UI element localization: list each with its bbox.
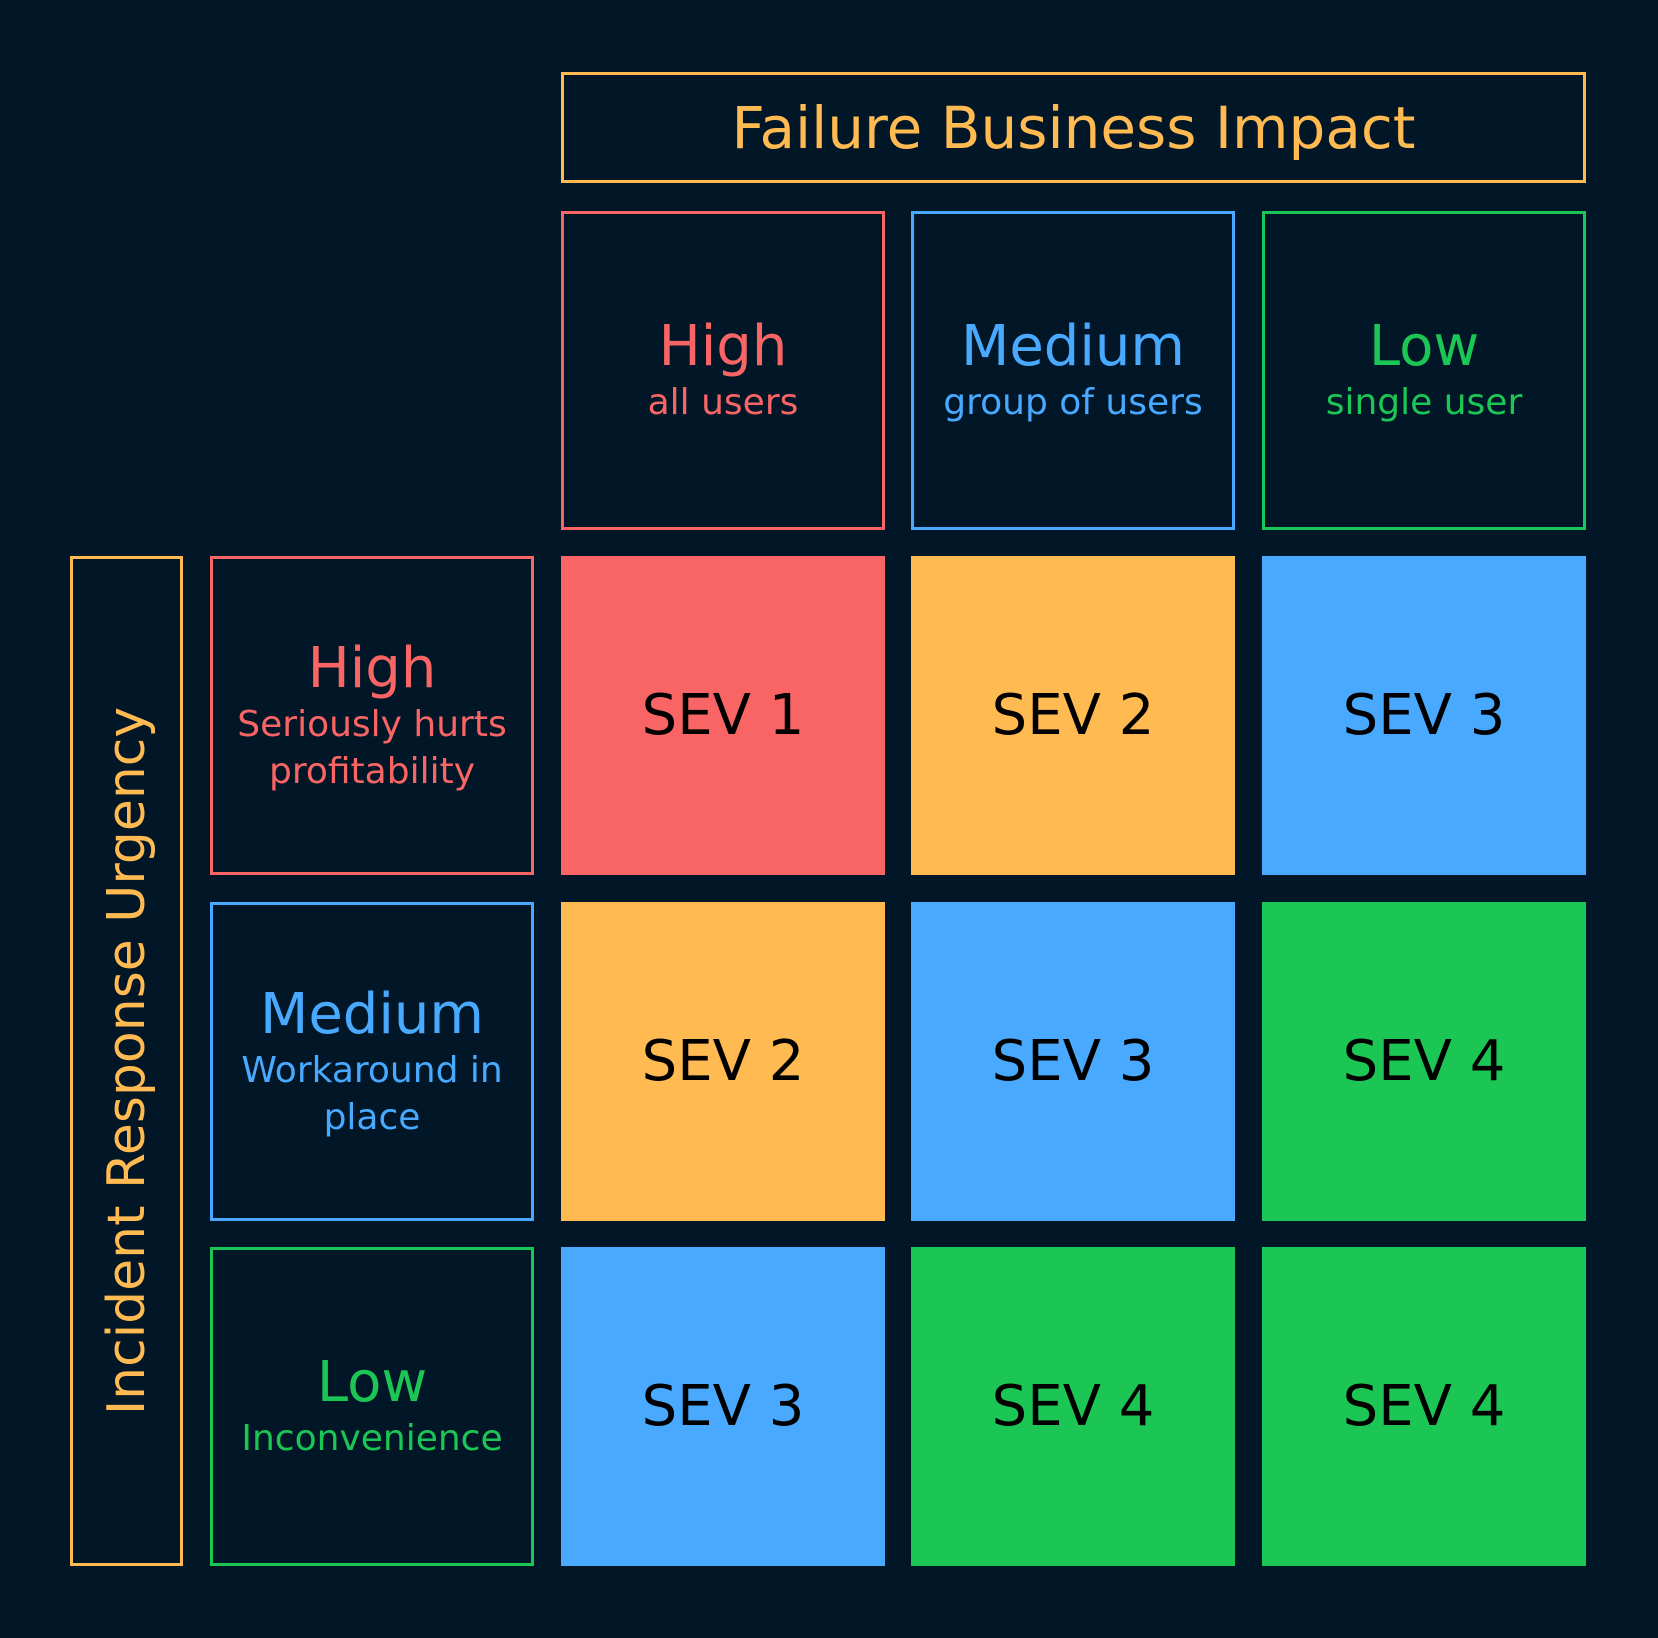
urgency-level-description: Inconvenience xyxy=(241,1418,503,1459)
impact-title: Failure Business Impact xyxy=(731,93,1416,162)
severity-cell-medium-low: SEV 4 xyxy=(1262,902,1586,1221)
severity-label: SEV 2 xyxy=(991,683,1155,748)
urgency-level-label: High xyxy=(307,635,437,701)
severity-cell-low-high: SEV 3 xyxy=(561,1247,885,1566)
urgency-header-high: High Seriously hurts profitability xyxy=(210,556,534,875)
impact-level-label: High xyxy=(658,314,788,379)
impact-title-box: Failure Business Impact xyxy=(561,72,1586,183)
urgency-level-description: Seriously hurts profitability xyxy=(237,703,507,792)
severity-cell-low-low: SEV 4 xyxy=(1262,1247,1586,1566)
impact-level-description: all users xyxy=(647,382,799,423)
severity-label: SEV 3 xyxy=(1342,683,1506,748)
severity-cell-high-high: SEV 1 xyxy=(561,556,885,875)
impact-header-high: High all users xyxy=(561,211,885,530)
severity-cell-low-medium: SEV 4 xyxy=(911,1247,1235,1566)
impact-header-low: Low single user xyxy=(1262,211,1586,530)
severity-label: SEV 4 xyxy=(1342,1374,1506,1439)
severity-label: SEV 3 xyxy=(641,1374,805,1439)
severity-label: SEV 1 xyxy=(641,683,805,748)
urgency-header-medium: Medium Workaround in place xyxy=(210,902,534,1221)
severity-label: SEV 2 xyxy=(641,1029,805,1094)
impact-header-medium: Medium group of users xyxy=(911,211,1235,530)
severity-label: SEV 3 xyxy=(991,1029,1155,1094)
severity-label: SEV 4 xyxy=(991,1374,1155,1439)
impact-level-description: single user xyxy=(1325,382,1523,423)
severity-cell-high-low: SEV 3 xyxy=(1262,556,1586,875)
urgency-level-label: Medium xyxy=(260,981,484,1047)
urgency-title-box: Incident Response Urgency xyxy=(70,556,183,1566)
urgency-level-description: Workaround in place xyxy=(241,1049,503,1138)
impact-level-description: group of users xyxy=(943,382,1203,423)
severity-cell-medium-medium: SEV 3 xyxy=(911,902,1235,1221)
urgency-title: Incident Response Urgency xyxy=(96,706,157,1416)
severity-cell-medium-high: SEV 2 xyxy=(561,902,885,1221)
severity-cell-high-medium: SEV 2 xyxy=(911,556,1235,875)
urgency-header-low: Low Inconvenience xyxy=(210,1247,534,1566)
severity-label: SEV 4 xyxy=(1342,1029,1506,1094)
impact-level-label: Low xyxy=(1368,314,1480,379)
urgency-level-label: Low xyxy=(316,1350,428,1415)
impact-level-label: Medium xyxy=(961,314,1185,379)
